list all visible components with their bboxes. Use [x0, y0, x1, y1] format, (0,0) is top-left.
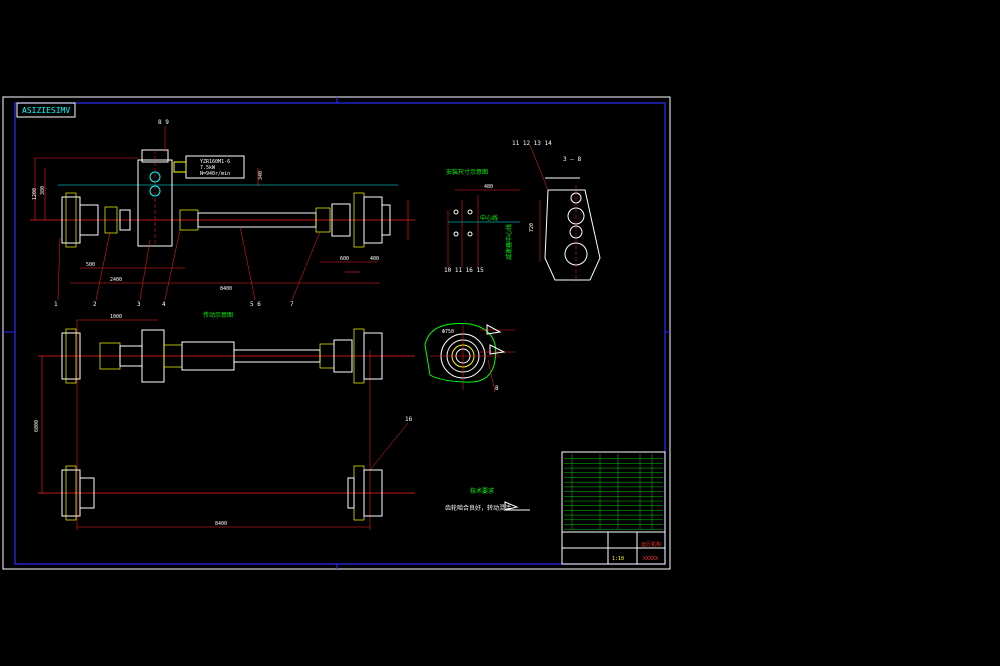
svg-text:2: 2	[93, 301, 97, 308]
title-block: 运行机构 1:10 XXXXX	[561, 451, 666, 565]
svg-text:11 12 13 14: 11 12 13 14	[512, 140, 552, 147]
svg-text:600: 600	[340, 256, 349, 262]
code-box	[16, 102, 76, 118]
sheet-border	[2, 96, 671, 570]
svg-text:齿轮啮合良好，转动灵活: 齿轮啮合良好，转动灵活	[445, 504, 511, 512]
svg-text:7: 7	[290, 301, 294, 308]
svg-text:1200: 1200	[32, 188, 38, 200]
elevation-view: YZR160M1-6 7.5kW N=940r/min 1 2 3 4 5 6 …	[30, 119, 415, 319]
motor-text: 7.5kW	[200, 165, 216, 171]
svg-text:16: 16	[405, 416, 413, 423]
svg-text:技术要求: 技术要求	[470, 487, 494, 495]
svg-text:10 11 16 15: 10 11 16 15	[444, 267, 484, 274]
svg-text:8400: 8400	[220, 286, 232, 292]
svg-text:减速器中心线: 减速器中心线	[505, 224, 513, 260]
svg-text:8 9: 8 9	[158, 119, 169, 126]
svg-text:6000: 6000	[34, 420, 40, 432]
svg-text:传动示意图: 传动示意图	[203, 311, 233, 319]
svg-text:中心线: 中心线	[480, 214, 498, 222]
svg-text:400: 400	[370, 256, 379, 262]
svg-text:5 6: 5 6	[250, 301, 261, 308]
svg-text:340: 340	[258, 171, 264, 180]
gearbox-section: 11 12 13 14 3 — 8 720	[512, 140, 601, 282]
svg-text:2400: 2400	[110, 277, 122, 283]
svg-text:XXXXX: XXXXX	[643, 556, 658, 562]
svg-text:安装尺寸示意图: 安装尺寸示意图	[446, 168, 488, 176]
svg-text:4: 4	[162, 301, 166, 308]
tech-requirements: 技术要求 齿轮啮合良好，转动灵活	[445, 487, 530, 512]
svg-text:3 — 8: 3 — 8	[563, 156, 581, 163]
svg-text:380: 380	[40, 186, 46, 195]
wheel-detail: 8 Ф750	[424, 322, 515, 393]
svg-text:720: 720	[529, 223, 535, 232]
detail-pin: 安装尺寸示意图 480 中心线 减速器中心线 10 11 16 15	[444, 168, 520, 274]
drawing-code: ASIZIESIMV	[22, 106, 70, 115]
svg-text:1: 1	[54, 301, 58, 308]
svg-text:运行机构: 运行机构	[641, 541, 661, 548]
inner-frame	[14, 102, 666, 565]
svg-text:1:10: 1:10	[612, 556, 624, 562]
svg-text:Ф750: Ф750	[442, 329, 454, 335]
plan-view: 16 6000 8400 1000	[34, 314, 415, 530]
svg-text:480: 480	[484, 184, 493, 190]
motor-text: YZR160M1-6	[200, 159, 230, 165]
svg-text:8: 8	[495, 385, 499, 392]
svg-text:8400: 8400	[215, 521, 227, 527]
svg-text:1000: 1000	[110, 314, 122, 320]
svg-text:500: 500	[86, 262, 95, 268]
svg-text:3: 3	[137, 301, 141, 308]
motor-text: N=940r/min	[200, 171, 230, 177]
